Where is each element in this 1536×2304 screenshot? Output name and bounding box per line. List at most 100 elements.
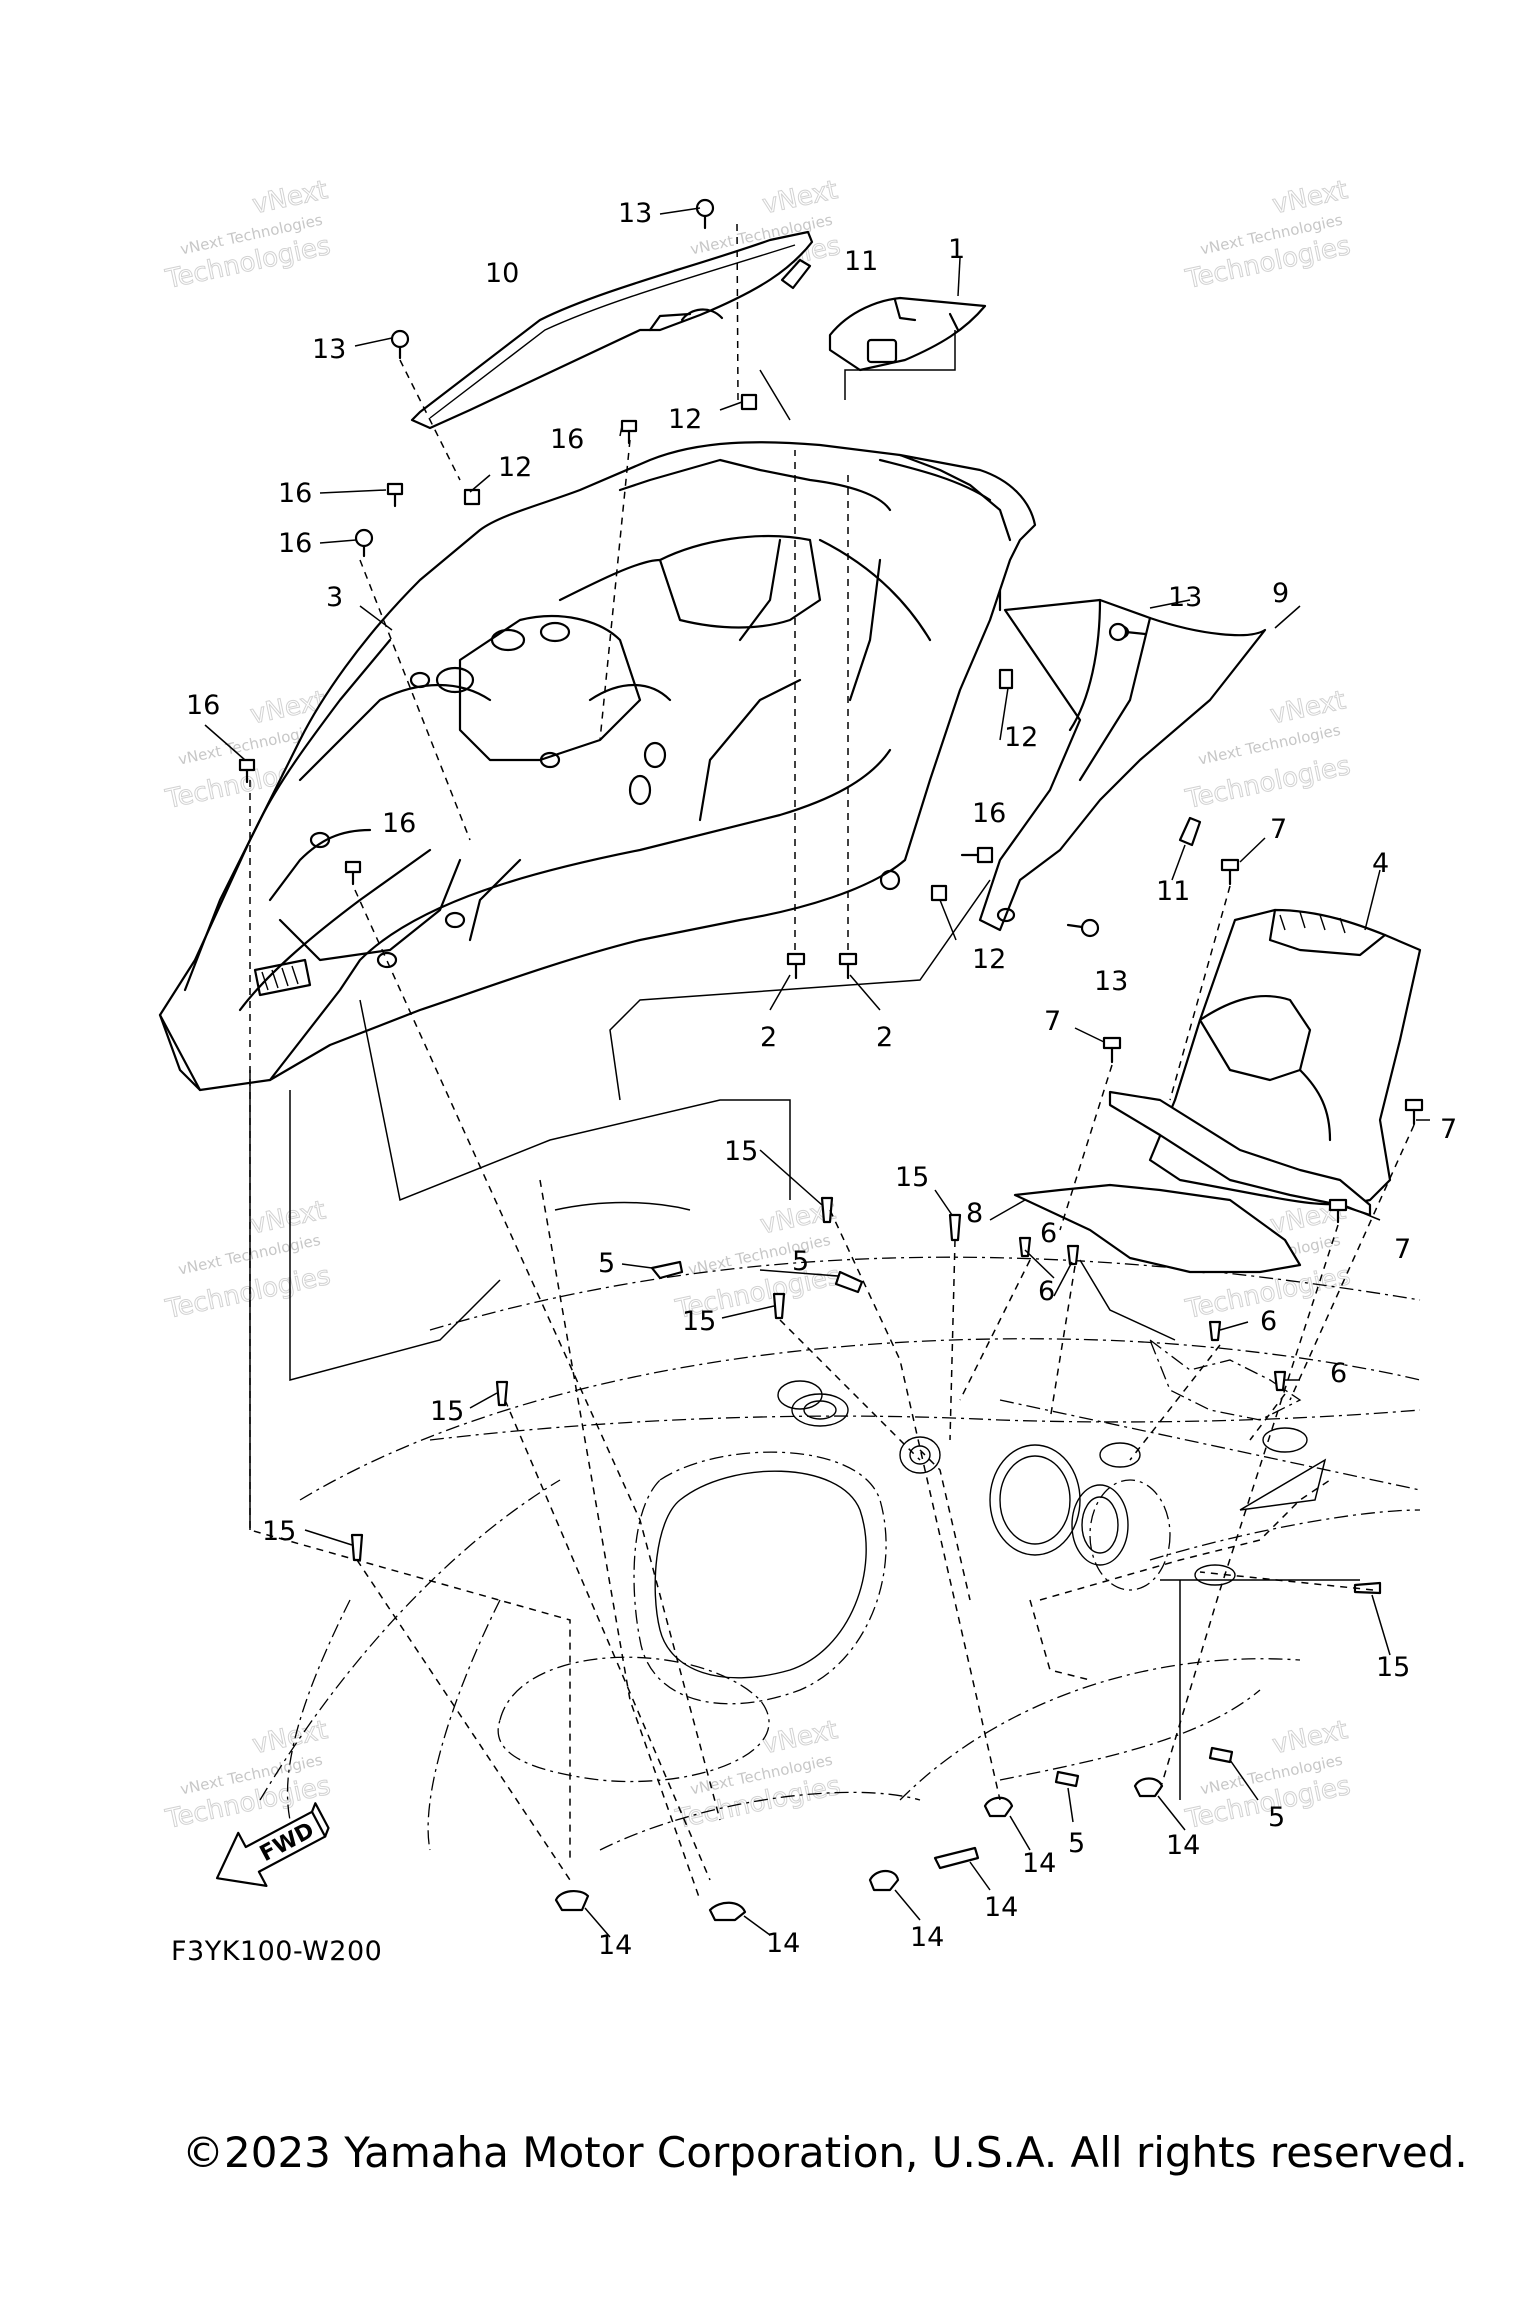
callout-13: 13 [1094,966,1128,997]
rivet-6-c [1208,1320,1222,1342]
watermark: Technologies vNext Technologies vNext [162,175,334,296]
bolt-16-c [620,419,638,445]
callout-2: 2 [760,1022,777,1053]
bolt-16-d [238,758,256,784]
callout-16: 16 [186,690,220,721]
assembly-lines [249,223,1415,1901]
callout-5: 5 [598,1248,615,1279]
nut-12-c [998,668,1014,690]
clip-14-b [708,1901,747,1922]
drawing-code: F3YK100-W200 [171,1936,383,1967]
bolt-7-a [1220,858,1240,886]
callout-14: 14 [1166,1830,1200,1861]
callout-5: 5 [792,1246,809,1277]
callout-12: 12 [972,944,1006,975]
callout-13: 13 [312,334,346,365]
bolt-16-b [354,528,374,558]
callout-13: 13 [618,198,652,229]
callout-4: 4 [1372,848,1389,879]
callout-2: 2 [876,1022,893,1053]
callout-7: 7 [1440,1114,1457,1145]
clip-14-a [554,1890,590,1912]
callout-labels: 1 2 2 3 4 5 5 5 5 6 6 6 6 7 7 7 7 8 9 10… [186,198,1457,1961]
callout-11: 11 [844,246,878,277]
watermark: Technologies vNext Technologies vNext [672,1715,844,1836]
callout-15: 15 [895,1162,929,1193]
clip-14-f [1133,1777,1164,1798]
bolt-16-e [344,860,362,886]
part-8-gasket [1013,1090,1372,1274]
watermark: Technologies vNext Technologies vNext [162,1195,334,1326]
part-1-cover [828,296,987,372]
callout-14: 14 [910,1922,944,1953]
callout-11: 11 [1156,876,1190,907]
callout-16: 16 [382,808,416,839]
callout-6: 6 [1038,1276,1055,1307]
part-9-side-panel [978,598,1267,932]
bolt-16-a [386,482,404,508]
callout-16: 16 [278,478,312,509]
screw-13-right-mid [1066,918,1100,938]
nut-12-d [930,884,948,902]
callout-3: 3 [326,582,343,613]
part-11-clip-top [780,258,812,290]
callout-16: 16 [972,798,1006,829]
clip-5-a [650,1260,684,1280]
callout-13: 13 [1168,582,1202,613]
clip-14-c [868,1869,900,1892]
callout-12: 12 [498,452,532,483]
pin-15-d [495,1380,509,1407]
watermark: Technologies vNext Technologies vNext [1182,1715,1354,1836]
callout-5: 5 [1068,1828,1085,1859]
bolt-2-b [838,952,858,980]
pin-15-f [1353,1581,1382,1595]
part-4-storage-bin [1148,908,1422,1206]
callout-12: 12 [668,404,702,435]
nut-12-a [740,393,758,411]
rivet-6-b [1066,1244,1080,1266]
clip-5-b [834,1270,864,1294]
callout-15: 15 [430,1396,464,1427]
hull-deck-outline [259,1256,1421,1851]
bolt-16-f [960,846,994,864]
clip-14-d [933,1846,980,1870]
callout-14: 14 [984,1892,1018,1923]
callout-7: 7 [1044,1006,1061,1037]
callout-6: 6 [1040,1218,1057,1249]
clip-5-c [1054,1770,1080,1788]
clip-11-right [1178,816,1202,847]
callout-7: 7 [1394,1234,1411,1265]
callout-5: 5 [1268,1802,1285,1833]
pin-15-b [948,1213,962,1242]
callout-6: 6 [1260,1306,1277,1337]
callout-14: 14 [598,1930,632,1961]
callout-9: 9 [1272,578,1289,609]
pin-15-c [772,1292,786,1320]
callout-leaders [204,207,1430,1938]
callout-15: 15 [1376,1652,1410,1683]
pin-15-e [350,1533,364,1562]
rivet-6-d [1273,1370,1287,1392]
fasteners [238,198,1424,1922]
callout-15: 15 [682,1306,716,1337]
callout-14: 14 [766,1928,800,1959]
part-10-upper-lid [410,230,814,430]
copyright-notice: ©2023 Yamaha Motor Corporation, U.S.A. A… [182,2128,1468,2177]
pin-15-a [820,1196,834,1224]
clip-5-d [1208,1746,1234,1764]
callout-16: 16 [550,424,584,455]
screw-13-right-top [1108,622,1147,642]
callout-14: 14 [1022,1848,1056,1879]
callout-15: 15 [262,1516,296,1547]
bolt-2-a [786,952,806,980]
callout-1: 1 [948,234,965,265]
callout-6: 6 [1330,1358,1347,1389]
bolt-7-b [1102,1036,1122,1064]
callout-16: 16 [278,528,312,559]
watermark: Technologies vNext Technologies vNext [1182,175,1354,296]
callout-7: 7 [1270,814,1287,845]
callout-8: 8 [966,1198,983,1229]
clip-14-e [983,1796,1014,1818]
callout-10: 10 [485,258,519,289]
